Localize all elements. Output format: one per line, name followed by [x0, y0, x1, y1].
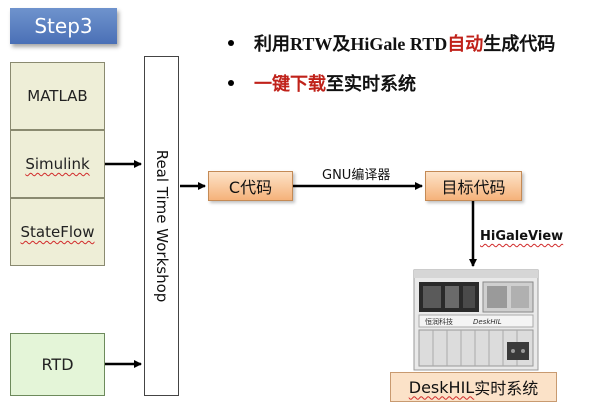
caption-suffix: 实时系统 — [474, 379, 539, 398]
rtd-label: RTD — [41, 355, 74, 374]
compiler-label: GNU编译器 — [322, 168, 391, 183]
bullet-segment: 生成代码 — [483, 34, 556, 54]
source-box-simulink: Simulink — [10, 130, 105, 198]
bullet-segment: 利用RTW及HiGale RTD — [254, 34, 448, 54]
bullet-dot-icon — [228, 80, 234, 86]
target-code-label: 目标代码 — [441, 178, 506, 197]
c-code-box: C代码 — [208, 171, 293, 201]
source-box-matlab: MATLAB — [10, 62, 105, 130]
bullet-item: 一键下载 至实时系统 — [228, 70, 416, 96]
c-code-label: C代码 — [228, 178, 273, 197]
bullet-segment: 自动 — [447, 34, 484, 54]
rtw-box: Real Time Workshop — [144, 56, 179, 396]
hardware-model: DeskHIL — [473, 318, 502, 326]
source-label: StateFlow — [20, 223, 95, 241]
bullet-dot-icon — [228, 40, 234, 46]
higaleview-text: HiGaleView — [480, 229, 564, 244]
step-badge: Step3 — [10, 8, 117, 44]
rtd-box: RTD — [10, 333, 105, 396]
source-label: Simulink — [25, 155, 90, 173]
source-label: MATLAB — [27, 87, 88, 105]
source-box-stateflow: StateFlow — [10, 198, 105, 266]
bullet-segment: 一键下载 — [254, 74, 326, 94]
hardware-brand: 恒润科技 — [425, 317, 453, 326]
deskhil-hardware-icon: 恒润科技 DeskHIL — [413, 269, 539, 371]
bullet-segment: 至实时系统 — [326, 74, 416, 94]
higaleview-label: HiGaleView — [480, 229, 563, 244]
bullet-item: 利用RTW及HiGale RTD 自动 生成代码 — [228, 30, 555, 56]
target-code-box: 目标代码 — [425, 171, 522, 201]
caption-name: DeskHIL — [408, 377, 475, 397]
